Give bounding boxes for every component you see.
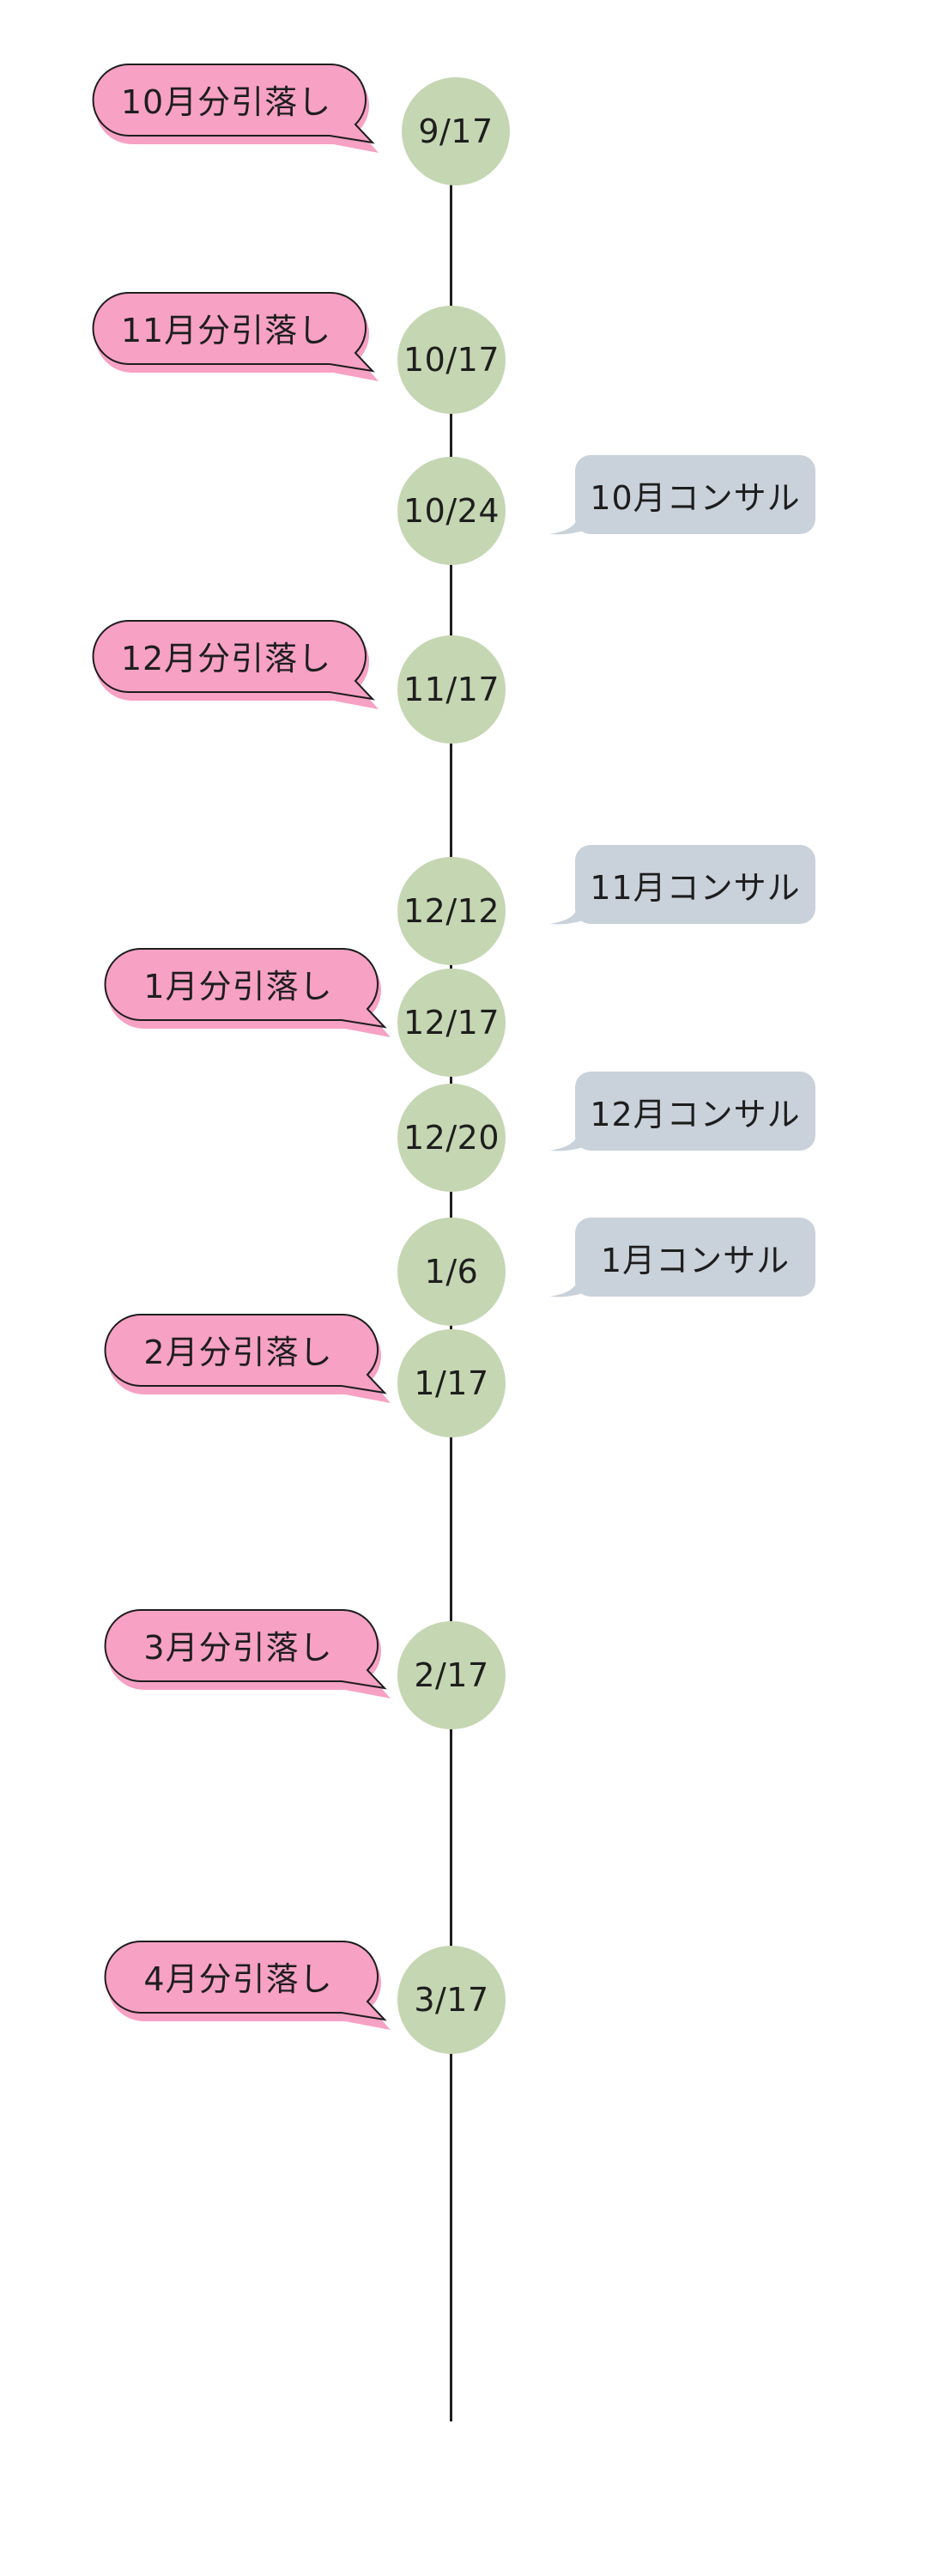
withdrawal-label: 4月分引落し: [143, 1959, 333, 1998]
consult-bubble-january: 1月コンサル: [549, 1218, 815, 1297]
date-node-12-12: 12/12: [397, 857, 506, 965]
consult-label: 1月コンサル: [600, 1241, 791, 1279]
withdrawal-bubble-december: 12月分引落し: [91, 618, 379, 709]
date-node-2-17: 2/17: [397, 1621, 506, 1729]
speech-bubble-icon: [549, 455, 815, 535]
date-node-1-17: 1/17: [397, 1329, 506, 1437]
consult-bubble-october: 10月コンサル: [549, 455, 815, 535]
speech-bubble-icon: [549, 1218, 815, 1297]
withdrawal-bubble-october: 10月分引落し: [91, 62, 379, 153]
consult-label: 10月コンサル: [590, 478, 801, 517]
speech-bubble-icon: [104, 1314, 391, 1403]
withdrawal-bubble-february: 2月分引落し: [103, 1312, 391, 1403]
withdrawal-label: 2月分引落し: [143, 1333, 333, 1371]
withdrawal-label: 3月分引落し: [143, 1628, 333, 1667]
withdrawal-bubble-november: 11月分引落し: [91, 290, 379, 381]
speech-bubble-icon: [549, 1072, 815, 1151]
withdrawal-bubble-april: 4月分引落し: [103, 1939, 391, 2030]
withdrawal-label: 1月分引落し: [143, 967, 333, 1005]
date-node-12-20: 12/20: [397, 1084, 506, 1192]
consult-label: 12月コンサル: [590, 1095, 801, 1133]
withdrawal-label: 10月分引落し: [120, 82, 332, 121]
date-node-10-24: 10/24: [397, 457, 506, 565]
consult-bubble-december: 12月コンサル: [549, 1072, 815, 1151]
consult-label: 11月コンサル: [590, 868, 801, 907]
speech-bubble-icon: [92, 64, 379, 153]
date-node-1-6: 1/6: [397, 1218, 506, 1326]
withdrawal-bubble-march: 3月分引落し: [103, 1607, 391, 1698]
withdrawal-label: 12月分引落し: [120, 639, 332, 677]
speech-bubble-icon: [104, 1941, 391, 2030]
withdrawal-label: 11月分引落し: [120, 311, 332, 349]
date-node-12-17: 12/17: [397, 969, 506, 1077]
speech-bubble-icon: [92, 292, 379, 381]
date-node-3-17: 3/17: [397, 1946, 506, 2054]
date-node-10-17: 10/17: [397, 306, 506, 414]
speech-bubble-icon: [104, 1609, 391, 1698]
date-node-9-17: 9/17: [402, 77, 510, 185]
consult-bubble-november: 11月コンサル: [549, 845, 815, 925]
withdrawal-bubble-january: 1月分引落し: [103, 946, 391, 1037]
speech-bubble-icon: [92, 620, 379, 709]
date-node-11-17: 11/17: [397, 635, 506, 744]
speech-bubble-icon: [549, 845, 815, 925]
speech-bubble-icon: [104, 948, 391, 1037]
